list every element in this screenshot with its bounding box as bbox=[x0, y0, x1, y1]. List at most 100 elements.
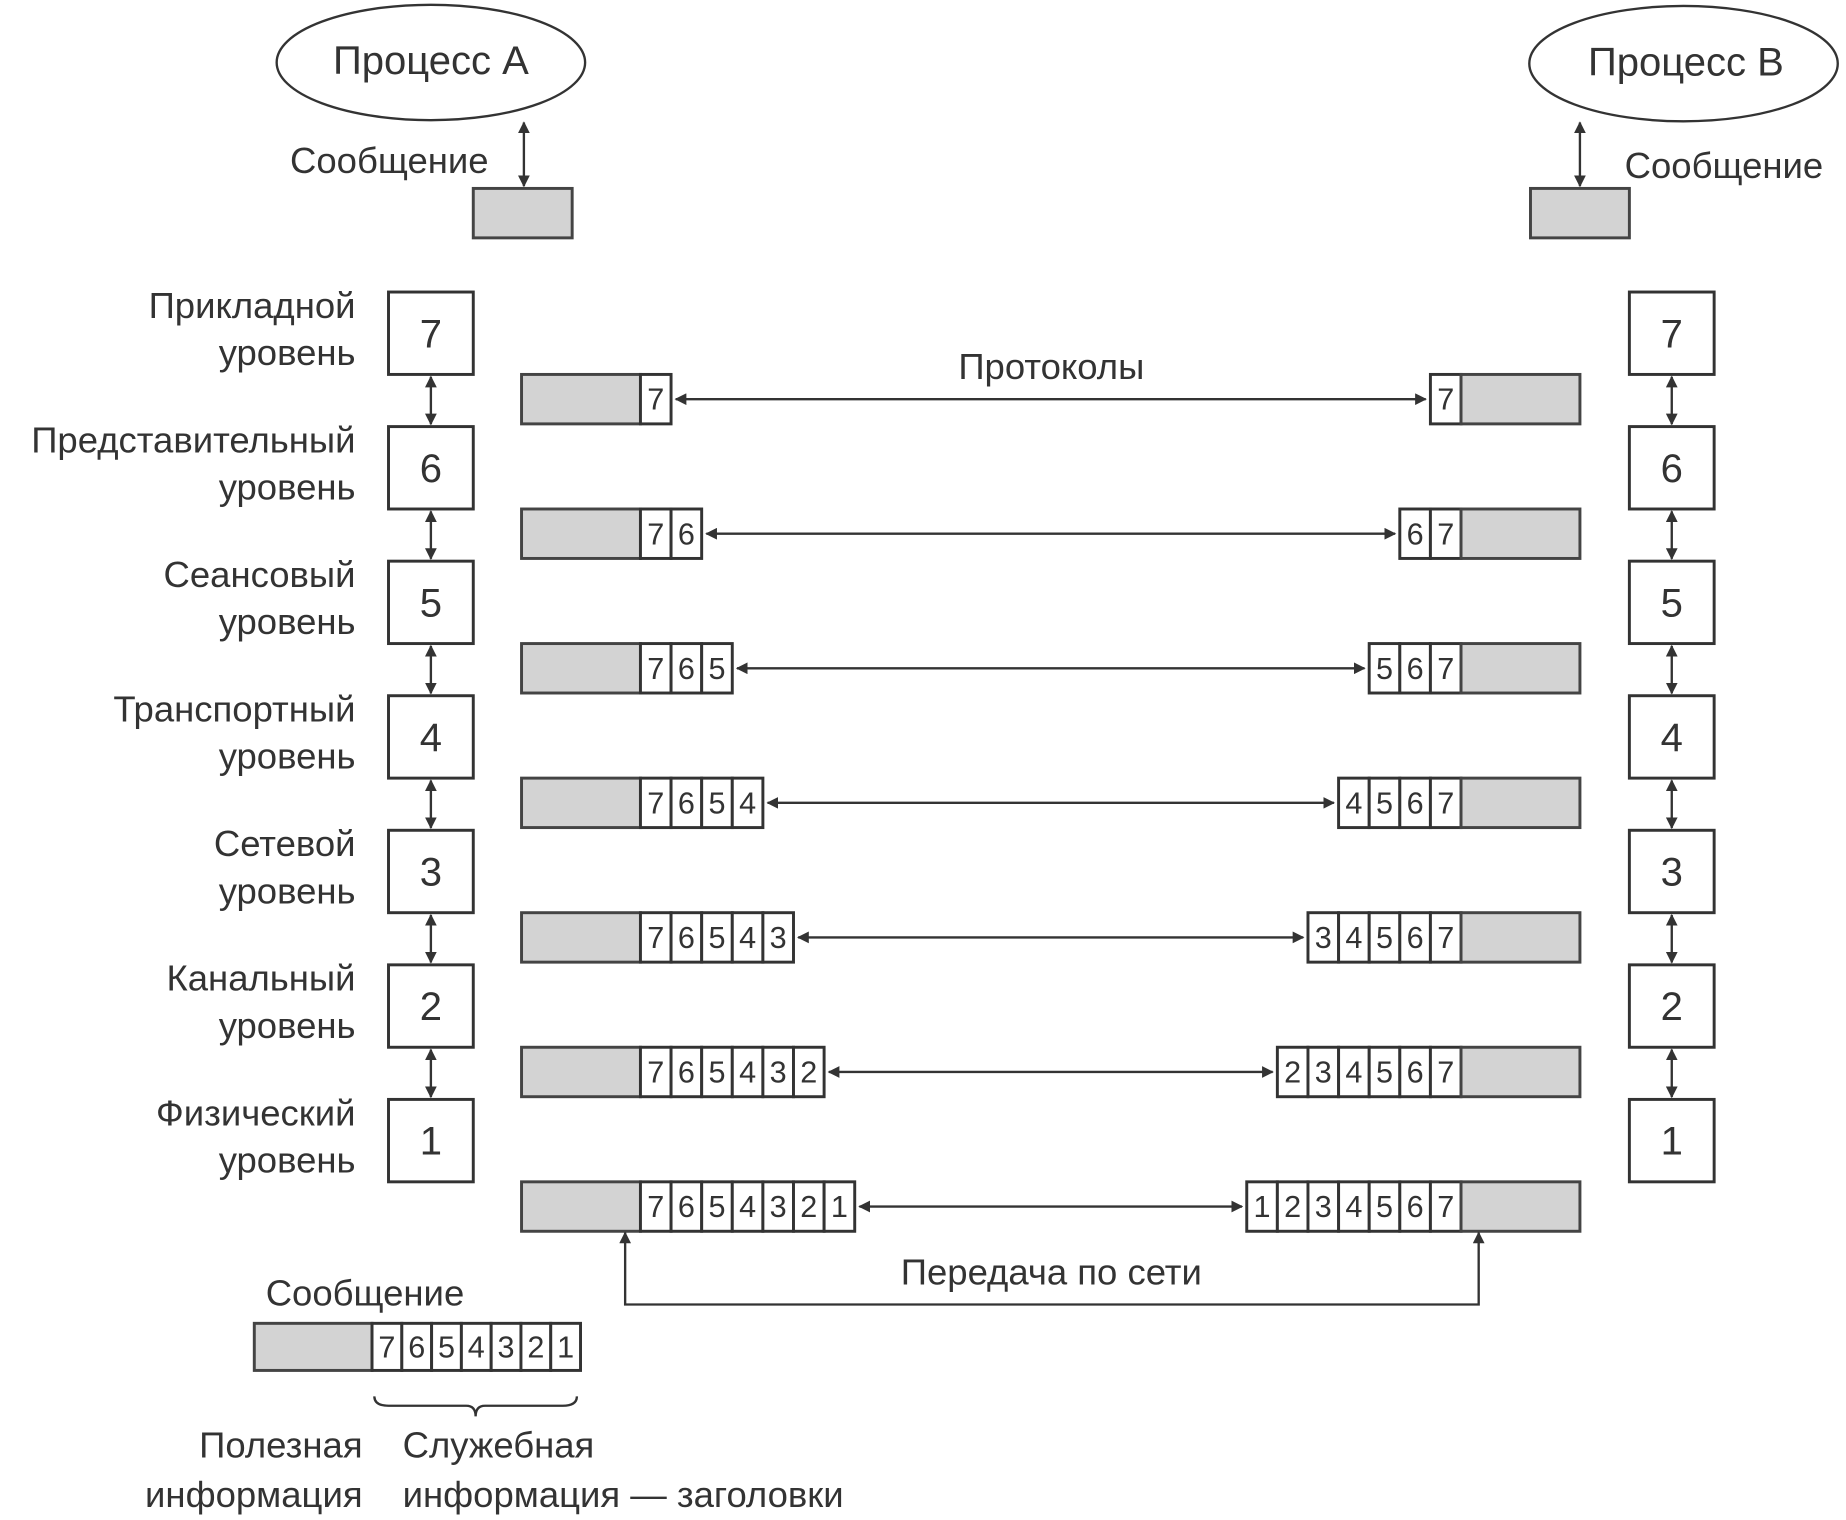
receiver-header-cell bbox=[1428, 1180, 1463, 1233]
receiver-layer-1: 1 bbox=[1627, 1097, 1716, 1184]
receiver-header-cell bbox=[1306, 911, 1341, 964]
legend-header-label: 5 bbox=[438, 1330, 455, 1364]
sender-header-label: 6 bbox=[678, 921, 695, 955]
layer-box bbox=[1627, 828, 1716, 915]
layer-name-line1: Сеансовый bbox=[164, 554, 356, 595]
sender-header-label: 7 bbox=[647, 517, 664, 551]
service-info-brace bbox=[373, 1396, 579, 1417]
layer-name-line2: уровень bbox=[219, 1005, 356, 1046]
sender-header-label: 5 bbox=[708, 786, 725, 820]
sender-header-label: 7 bbox=[647, 652, 664, 686]
process-b-message-label: Сообщение bbox=[1625, 145, 1824, 186]
sender-header-label: 6 bbox=[678, 1056, 695, 1090]
sender-header-label: 7 bbox=[647, 383, 664, 417]
receiver-payload bbox=[1459, 1045, 1582, 1099]
receiver-header-label: 7 bbox=[1437, 921, 1454, 955]
legend-header-label: 6 bbox=[408, 1330, 425, 1364]
sender-header-cell bbox=[638, 1045, 673, 1099]
layer-box bbox=[1627, 425, 1716, 511]
receiver-header-cell bbox=[1398, 642, 1432, 695]
receiver-header-label: 7 bbox=[1437, 1190, 1454, 1224]
layer-number: 5 bbox=[1661, 581, 1683, 625]
payload-label-line1: Полезная bbox=[199, 1425, 362, 1466]
layer-number: 6 bbox=[420, 447, 442, 491]
legend-header-label: 2 bbox=[527, 1330, 544, 1364]
sender-header-cell bbox=[638, 911, 673, 964]
sender-header-label: 2 bbox=[800, 1056, 817, 1090]
sender-header-cell bbox=[638, 372, 673, 426]
sender-header-cell bbox=[730, 776, 765, 830]
sender-header-cell bbox=[761, 1180, 795, 1233]
sender-header-label: 4 bbox=[739, 786, 756, 820]
sender-header-label: 2 bbox=[800, 1190, 817, 1224]
receiver-header-label: 6 bbox=[1407, 921, 1424, 955]
receiver-header-cell bbox=[1306, 1045, 1341, 1099]
layer-name-line2: уровень bbox=[219, 736, 356, 777]
sender-header-label: 1 bbox=[831, 1190, 848, 1224]
process-a-ellipse bbox=[275, 3, 587, 122]
layer-name-line1: Прикладной bbox=[149, 285, 356, 326]
receiver-layer-2: 2 bbox=[1627, 963, 1716, 1099]
legend-title: Сообщение bbox=[266, 1273, 465, 1314]
receiver-header-label: 4 bbox=[1345, 921, 1362, 955]
layer-box bbox=[1627, 559, 1716, 646]
sender-header-cell bbox=[730, 1180, 765, 1233]
receiver-header-label: 5 bbox=[1376, 786, 1393, 820]
receiver-header-label: 7 bbox=[1437, 786, 1454, 820]
receiver-header-label: 5 bbox=[1376, 652, 1393, 686]
network-transfer: Передача по сети bbox=[619, 1231, 1485, 1306]
receiver-payload bbox=[1459, 642, 1582, 695]
receiver-header-label: 6 bbox=[1407, 786, 1424, 820]
layer-box bbox=[387, 694, 475, 780]
layer-number: 1 bbox=[420, 1120, 442, 1164]
sender-header-cell bbox=[700, 1180, 734, 1233]
process-b-ellipse bbox=[1528, 4, 1839, 123]
process-a-message-block bbox=[471, 186, 574, 240]
sender-header-label: 6 bbox=[678, 652, 695, 686]
layer-name-line2: уровень bbox=[219, 332, 356, 373]
receiver-layer-4: 4 bbox=[1627, 694, 1716, 830]
sender-header-label: 5 bbox=[708, 1190, 725, 1224]
receiver-header-label: 5 bbox=[1376, 1190, 1393, 1224]
sender-header-label: 4 bbox=[739, 1190, 756, 1224]
receiver-payload bbox=[1459, 911, 1582, 964]
process-b-message-block bbox=[1529, 186, 1631, 240]
sender-header-label: 7 bbox=[647, 786, 664, 820]
receiver-header-cell bbox=[1245, 1180, 1279, 1233]
layer-name-line1: Сетевой bbox=[214, 823, 356, 864]
legend-header-cell bbox=[370, 1321, 404, 1372]
receiver-header-label: 7 bbox=[1437, 383, 1454, 417]
receiver-header-cell bbox=[1367, 911, 1402, 964]
receiver-layer-7: 7 bbox=[1627, 290, 1716, 426]
receiver-header-label: 6 bbox=[1407, 1190, 1424, 1224]
sender-header-cell bbox=[822, 1180, 857, 1233]
layer-box bbox=[387, 559, 475, 646]
sender-header-cell bbox=[730, 1045, 765, 1099]
layer-number: 5 bbox=[420, 581, 442, 625]
legend-header-cell bbox=[430, 1321, 463, 1372]
receiver-payload bbox=[1459, 372, 1582, 426]
receiver-layer-3: 3 bbox=[1627, 828, 1716, 964]
receiver-payload bbox=[1459, 1180, 1582, 1233]
receiver-header-cell bbox=[1398, 1045, 1432, 1099]
network-transfer-line bbox=[619, 1231, 1485, 1306]
layer-name-line2: уровень bbox=[219, 601, 356, 642]
layer-number: 4 bbox=[420, 716, 442, 760]
receiver-header-label: 7 bbox=[1437, 1056, 1454, 1090]
sender-header-cell bbox=[700, 1045, 734, 1099]
receiver-header-label: 3 bbox=[1315, 1056, 1332, 1090]
receiver-header-label: 6 bbox=[1407, 1056, 1424, 1090]
receiver-layer-5: 5 bbox=[1627, 559, 1716, 695]
sender-header-cell bbox=[669, 507, 704, 560]
layers-sender: 7Прикладнойуровень6Представительныйурове… bbox=[31, 285, 475, 1184]
process-b-title: Процесс B bbox=[1588, 40, 1784, 84]
